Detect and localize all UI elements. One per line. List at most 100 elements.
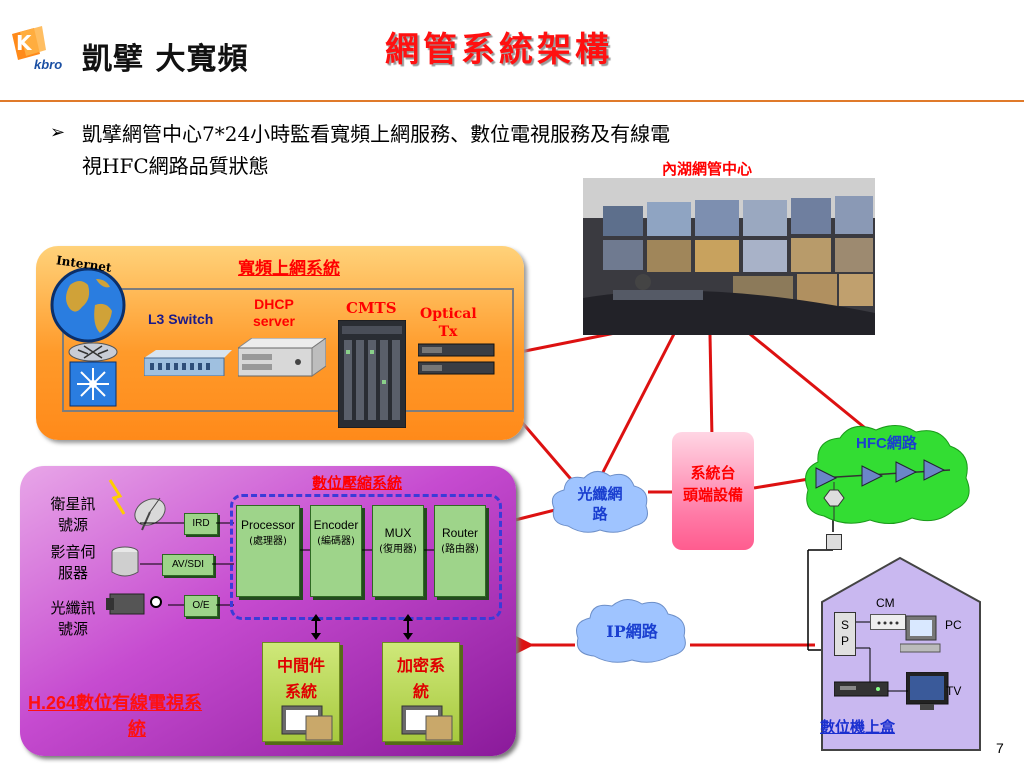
stb-label: 數位機上盒: [820, 718, 896, 736]
processor-module: Processor (處理器): [236, 505, 300, 597]
link-noc-headend: [708, 334, 714, 439]
bullet-text: 凱擘網管中心7*24小時監看寬頻上網服務、數位電視服務及有線電 視HFC網路品質…: [82, 118, 922, 182]
company-logo: K kbro: [6, 24, 78, 74]
internet-globe: Internet: [40, 253, 140, 345]
l3-switch-label: L3 Switch: [148, 311, 214, 327]
h264-label-part2: 數位有線電視系: [76, 693, 203, 714]
globe-icon: [50, 267, 126, 343]
optical-tx-label: Optical Tx: [420, 305, 477, 341]
cmts-chassis-icon: [337, 319, 407, 429]
fiber-network-line-2: 路: [592, 505, 608, 523]
optical-tx-icon: [417, 343, 495, 375]
mux-module: MUX (復用器): [372, 505, 424, 597]
av-server-device: [110, 546, 140, 578]
hfc-cloud-icon: [805, 425, 970, 524]
mux-name: MUX: [384, 526, 412, 540]
source-connectors: [140, 522, 234, 606]
headend-label: 系統台 頭端設備: [672, 462, 754, 506]
satellite-line-1: 衛星訊: [50, 495, 96, 513]
stb-icon: [833, 681, 889, 697]
compression-title: 數位壓縮系統: [312, 474, 403, 492]
dhcp-line-2: server: [252, 313, 296, 329]
splitter-p: P: [840, 634, 849, 648]
noc-photo: [583, 178, 875, 335]
bullet-line-1: 凱擘網管中心7*24小時監看寬頻上網服務、數位電視服務及有線電: [82, 122, 671, 146]
satellite-dish: [102, 476, 172, 532]
tv-icon: [905, 671, 949, 710]
av-sdi-box: AV/SDI: [162, 554, 214, 576]
middleware-line-2: 系統: [284, 682, 317, 701]
tap-box: [826, 534, 842, 550]
broadband-title: 寬頻上網系統: [238, 259, 340, 279]
cloud-icon: [551, 471, 648, 533]
dhcp-server-device: [236, 337, 328, 378]
database-icon: [111, 546, 139, 577]
broadband-frame: [62, 288, 514, 412]
av-server-line-1: 影音伺: [50, 543, 96, 561]
bullet-arrow-icon: ➢: [50, 122, 66, 143]
dhcp-line-1: DHCP: [254, 296, 294, 312]
satellite-line-2: 號源: [57, 516, 88, 534]
av-server-source-label: 影音伺 服器: [40, 542, 106, 584]
h264-label-part3: 統: [128, 719, 146, 740]
cloud-icon: [576, 599, 686, 663]
router-device: [66, 340, 120, 408]
hfc-network-cloud: HFC網路: [800, 420, 976, 528]
tv-label: TV: [946, 684, 962, 698]
home-pc: [899, 614, 946, 656]
bullet-line-2: 視HFC網路品質狀態: [82, 154, 269, 178]
cmts-device: [337, 319, 407, 429]
fiber-network-line-1: 光纖網: [577, 485, 623, 503]
pc-label: PC: [945, 618, 962, 632]
link-headend-hfc: [753, 476, 816, 490]
encryption-line-1: 加密系: [396, 656, 445, 675]
router-icon: [68, 342, 118, 407]
headend-equipment: 系統台 頭端設備: [672, 432, 754, 550]
ip-network-label: IP網路: [606, 622, 658, 641]
pc-icon: [899, 615, 941, 653]
logo-company-name: 凱擘 大寬頻: [82, 42, 249, 77]
h264-label-part1: H.264: [28, 693, 77, 713]
encoder-sub: (編碼器): [317, 536, 355, 547]
video-camera-icon: [106, 593, 162, 615]
noc-label: 內湖網管中心: [662, 160, 753, 178]
server-icon: [236, 337, 328, 377]
headend-line-1: 系統台: [690, 464, 736, 482]
l3-switch-device: [143, 350, 232, 377]
home-tv: [905, 671, 952, 712]
modem-icon: [877, 621, 899, 625]
link-noc-hfc: [744, 328, 871, 434]
set-top-box: [833, 678, 890, 698]
middleware-computer-icon: [281, 705, 333, 741]
satellite-source-label: 衛星訊 號源: [40, 494, 106, 536]
optical-line-2: Tx: [438, 324, 458, 340]
oe-box: O/E: [184, 595, 218, 617]
page-title: 網管系統架構: [385, 30, 613, 70]
fiber-source-line-2: 號源: [57, 620, 88, 638]
stb-tv-cable: [888, 690, 908, 692]
av-server-line-2: 服器: [57, 564, 88, 582]
encoder-module: Encoder (編碼器): [310, 505, 362, 597]
optical-line-1: Optical: [420, 306, 477, 322]
compression-frame: [230, 494, 502, 620]
fiber-network-cloud: 光纖網 路: [548, 466, 652, 536]
switch-icon: [143, 350, 232, 377]
optical-tx-device: [417, 342, 498, 378]
cm-label: CM: [876, 596, 895, 610]
splitter-box: S P: [834, 612, 856, 656]
module-connectors: [300, 549, 434, 551]
ip-network-cloud: IP網路: [572, 594, 692, 666]
satellite-dish-icon: [108, 479, 166, 531]
router-module: Router (路由器): [434, 505, 486, 597]
fiber-network-label: 光纖網 路: [568, 484, 632, 524]
middleware-line-1: 中間件: [276, 656, 325, 675]
h264-system-label: H.264數位有線電視系 統: [28, 690, 258, 743]
encryption-line-2: 統: [412, 682, 429, 701]
page-number: 7: [996, 740, 1004, 756]
hfc-network-label: HFC網路: [856, 435, 917, 452]
encryption-computer-icon: [401, 705, 453, 741]
cable-modem: [870, 614, 906, 630]
link-noc-fiber: [598, 331, 677, 479]
sys-arrows: [311, 614, 413, 640]
kbro-logo-icon: K: [12, 26, 46, 60]
